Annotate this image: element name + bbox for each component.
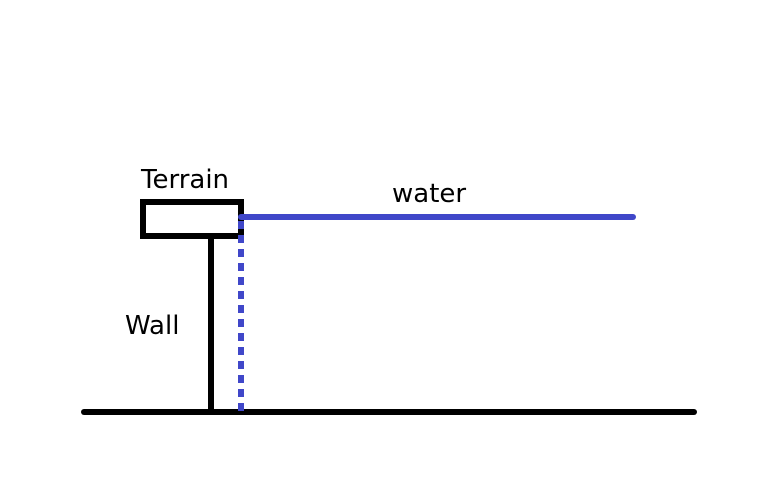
wall-label: Wall [125,311,179,341]
terrain-block [140,199,244,239]
terrain-label: Terrain [140,165,229,195]
water-label: water [392,179,466,209]
